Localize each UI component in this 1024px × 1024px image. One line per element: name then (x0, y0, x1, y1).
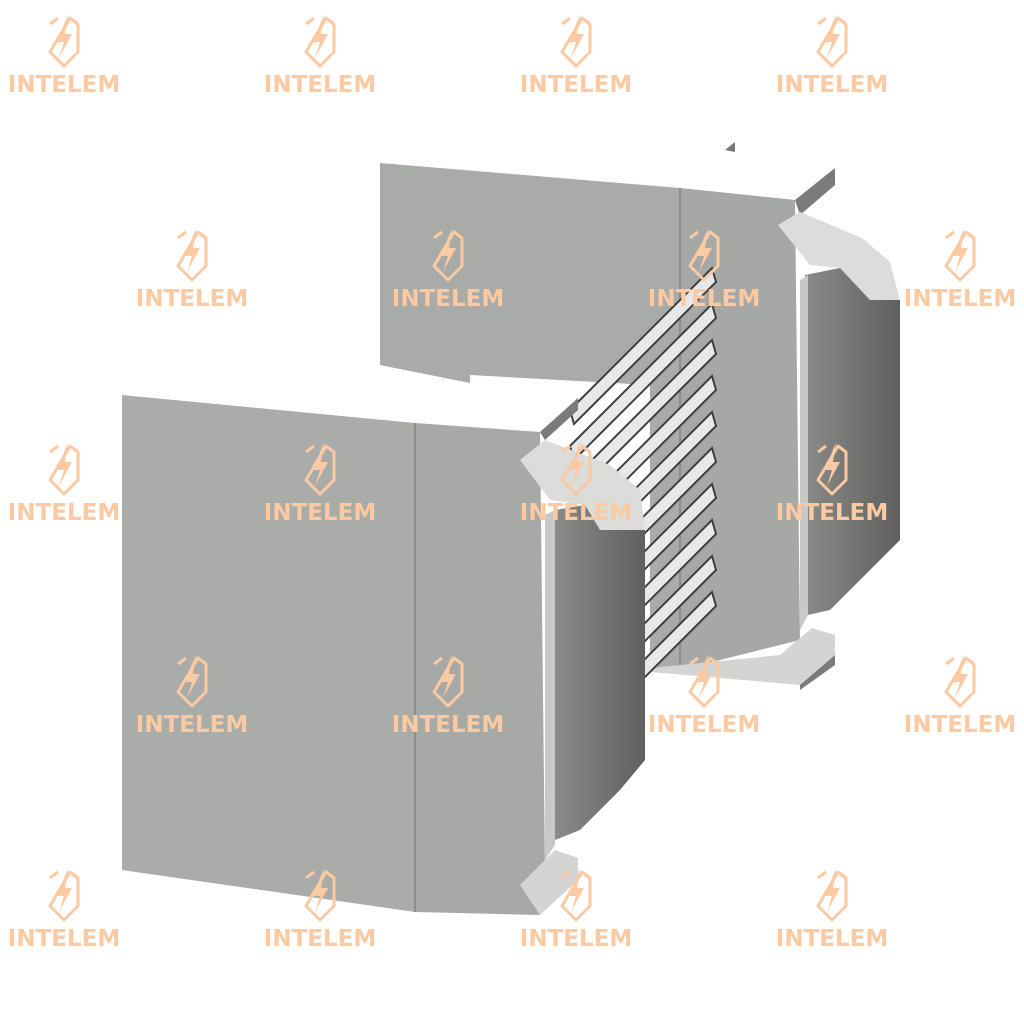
front-block (122, 395, 645, 915)
coil-winding-turn (568, 266, 718, 426)
